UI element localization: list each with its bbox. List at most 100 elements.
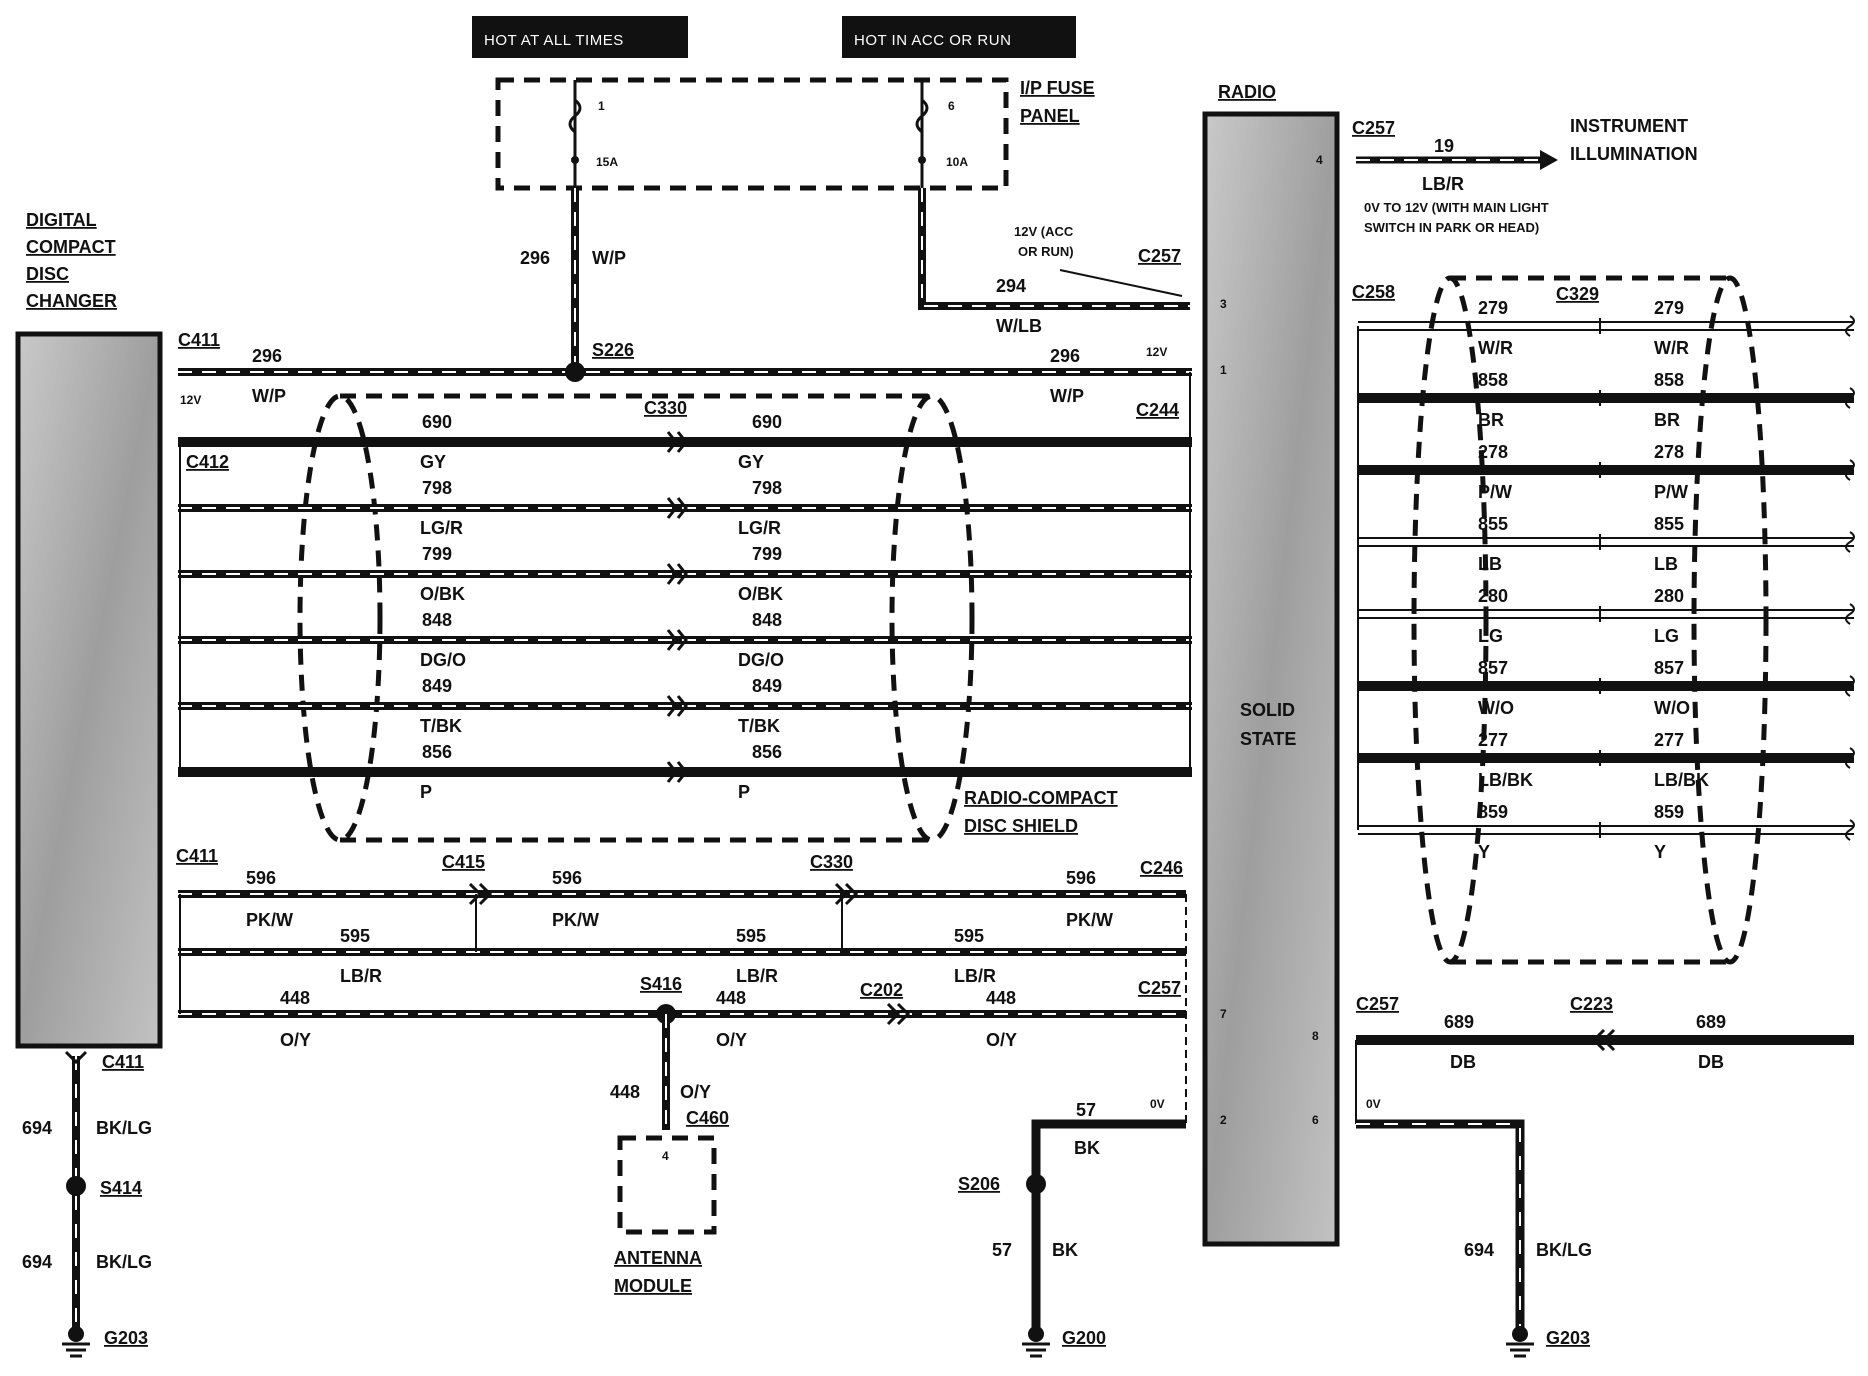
right-wire-number: 277 xyxy=(1478,730,1508,750)
right-wire-number: 855 xyxy=(1478,514,1508,534)
right-694: 694 xyxy=(1464,1240,1494,1260)
cd-changer-line3: DISC xyxy=(26,264,69,284)
instrument-note2: SWITCH IN PARK OR HEAD) xyxy=(1364,220,1539,235)
fuse-1-rating: 15A xyxy=(596,155,618,169)
circuit-19-color: LB/R xyxy=(1422,174,1464,194)
wire-break-icon xyxy=(1845,603,1855,625)
connector-c411-icon xyxy=(64,1050,88,1065)
ground-mid-bk-b: BK xyxy=(1052,1240,1078,1260)
shield-wire-number: 856 xyxy=(752,742,782,762)
wire-break-icon xyxy=(1845,747,1855,769)
splice-s226-icon xyxy=(565,362,585,382)
c202-label: C202 xyxy=(860,980,903,1000)
shield-wire-color: T/BK xyxy=(738,716,780,736)
right-wire-number: 859 xyxy=(1654,802,1684,822)
header-hot-at-all-times-text: HOT AT ALL TIMES xyxy=(484,32,624,49)
w595-c-color: LB/R xyxy=(954,966,996,986)
fuse-panel: 1 15A 6 10A I/P FUSE PANEL xyxy=(495,77,1095,191)
shield-wire-color: P xyxy=(738,782,750,802)
w596-c-color: PK/W xyxy=(1066,910,1113,930)
c257-right-label: C257 xyxy=(1356,994,1399,1014)
instrument-illumination: C257 19 LB/R INSTRUMENT ILLUMINATION 0V … xyxy=(1352,116,1698,235)
right-wire-color: LB/BK xyxy=(1654,770,1709,790)
shield-wire-color: GY xyxy=(420,452,446,472)
fuse-1-icon xyxy=(568,98,582,134)
right-wire-color: LB xyxy=(1654,554,1678,574)
feed-296-color: W/P xyxy=(592,248,626,268)
feed-12v-right: 12V xyxy=(1146,345,1167,359)
right-wire-number: 858 xyxy=(1654,370,1684,390)
feed-296-number: 296 xyxy=(520,248,550,268)
w448-c: 448 xyxy=(986,988,1016,1008)
power-feed: 296 W/P 294 W/LB 12V (ACC OR RUN) C257 S… xyxy=(178,188,1192,407)
feed-296-right-number: 296 xyxy=(1050,346,1080,366)
right-wire-color: W/O xyxy=(1478,698,1514,718)
shield-wire-number: 856 xyxy=(422,742,452,762)
fuse-6-number: 6 xyxy=(948,99,955,113)
ground-left-bklg-a: BK/LG xyxy=(96,1118,152,1138)
connector-c330-icon xyxy=(834,882,859,906)
radio-pin-3: 3 xyxy=(1220,297,1227,311)
w596-b-color: PK/W xyxy=(552,910,599,930)
w596-b: 596 xyxy=(552,868,582,888)
c330-lower-label: C330 xyxy=(810,852,853,872)
w689-a-color: DB xyxy=(1450,1052,1476,1072)
antenna-oy: O/Y xyxy=(680,1082,711,1102)
ground-mid: 57 BK 0V S206 57 BK G200 xyxy=(958,1097,1186,1358)
wire-break-icon xyxy=(1845,315,1855,337)
feed-296-left-color: W/P xyxy=(252,386,286,406)
s414-label: S414 xyxy=(100,1178,142,1198)
cd-changer-line1: DIGITAL xyxy=(26,210,97,230)
splice-s206-icon xyxy=(1026,1174,1046,1194)
shield-wire-number: 799 xyxy=(422,544,452,564)
c330-shield-label: C330 xyxy=(644,398,687,418)
splice-s414-icon xyxy=(66,1176,86,1196)
right-wire-color: BR xyxy=(1478,410,1504,430)
ground-left: C411 694 BK/LG S414 694 BK/LG G203 xyxy=(22,1050,152,1358)
shield-wire-color: DG/O xyxy=(420,650,466,670)
connector-c202-icon xyxy=(886,1002,911,1026)
shield-bundle: C412 C330 C244 RADIO-COMPACT DISC SHIELD… xyxy=(178,372,1192,843)
ground-left-bklg-b: BK/LG xyxy=(96,1252,152,1272)
shield-wire-color: LG/R xyxy=(420,518,463,538)
ground-icon xyxy=(1506,1326,1534,1358)
shield-label-2: DISC SHIELD xyxy=(964,816,1078,836)
circuit-19: 19 xyxy=(1434,136,1454,156)
w448-a-color: O/Y xyxy=(280,1030,311,1050)
radio-pin-1: 1 xyxy=(1220,363,1227,377)
shield-wire-color: O/BK xyxy=(420,584,465,604)
feed-294-number: 294 xyxy=(996,276,1026,296)
ground-left-694-a: 694 xyxy=(22,1118,52,1138)
right-wire-number: 859 xyxy=(1478,802,1508,822)
right-wire-number: 857 xyxy=(1654,658,1684,678)
c460-label: C460 xyxy=(686,1108,729,1128)
w595-a-color: LB/R xyxy=(340,966,382,986)
wire-break-icon xyxy=(1845,459,1855,481)
ground-icon xyxy=(1022,1326,1050,1358)
g200-label: G200 xyxy=(1062,1328,1106,1348)
connector-arrow-icon xyxy=(1540,150,1558,170)
right-wire-color: W/O xyxy=(1654,698,1690,718)
shield-wire-number: 849 xyxy=(422,676,452,696)
connector-c330-icon xyxy=(666,497,688,519)
c258-label: C258 xyxy=(1352,282,1395,302)
cd-changer-line2: COMPACT xyxy=(26,237,116,257)
right-wire-color: W/R xyxy=(1478,338,1513,358)
connector-c330-icon xyxy=(666,629,688,651)
w595-b: 595 xyxy=(736,926,766,946)
right-wire-number: 858 xyxy=(1478,370,1508,390)
w596-a: 596 xyxy=(246,868,276,888)
wire-break-icon xyxy=(1845,387,1855,409)
fuse-panel-label-1: I/P FUSE xyxy=(1020,78,1095,98)
right-harness: C258 C329 279W/R279W/R858BR858BR278P/W27… xyxy=(1352,275,1855,965)
feed-12v-left: 12V xyxy=(180,393,201,407)
w689-b-color: DB xyxy=(1698,1052,1724,1072)
header-hot-in-acc-or-run: HOT IN ACC OR RUN xyxy=(842,16,1076,58)
